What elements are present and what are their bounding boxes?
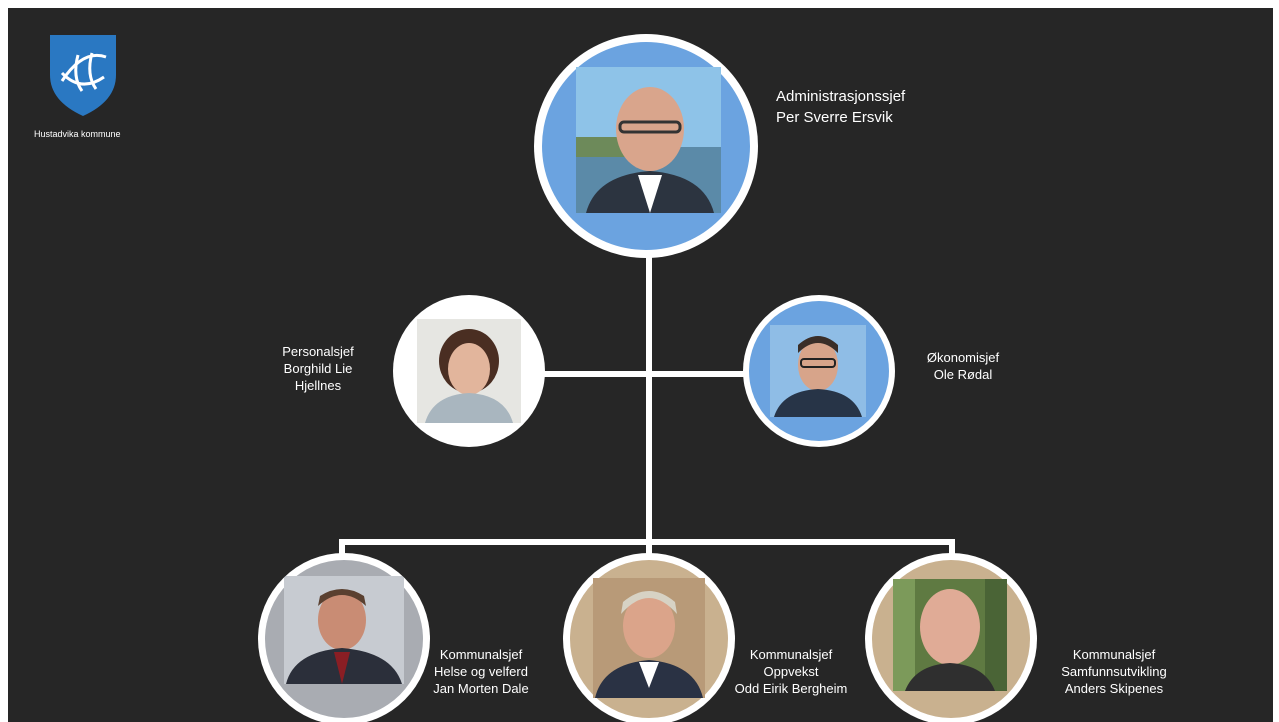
helse-line-3: Jan Morten Dale — [433, 681, 529, 696]
portrait-kommunalsjef-samfunn — [865, 553, 1037, 722]
municipality-name: Hustadvika kommune — [34, 129, 121, 139]
oppvekst-line-1: Kommunalsjef — [749, 647, 833, 662]
personalsjef-line-2: Borghild Lie — [283, 361, 353, 376]
label-kommunalsjef-helse: Kommunalsjef Helse og velferd Jan Morten… — [421, 646, 541, 697]
label-personalsjef: Personalsjef Borghild Lie Hjellnes — [263, 343, 373, 394]
coat-of-arms-icon — [50, 35, 116, 116]
photo-ole-rodal — [770, 325, 866, 417]
oppvekst-line-3: Odd Eirik Bergheim — [734, 681, 848, 696]
helse-line-1: Kommunalsjef — [439, 647, 523, 662]
connector-drop-left — [339, 539, 345, 561]
label-kommunalsjef-oppvekst: Kommunalsjef Oppvekst Odd Eirik Bergheim — [721, 646, 861, 697]
portrait-personalsjef — [393, 295, 545, 447]
connector-middle-horizontal — [538, 371, 748, 377]
connector-top-vertical — [646, 252, 652, 548]
portrait-kommunalsjef-helse — [258, 553, 430, 722]
label-okonomisjef: Økonomisjef Ole Rødal — [913, 349, 1013, 383]
portrait-okonomisjef — [743, 295, 895, 447]
photo-jan-morten-dale — [284, 576, 404, 684]
personalsjef-line-3: Hjellnes — [294, 378, 342, 393]
personalsjef-line-1: Personalsjef — [282, 344, 354, 359]
okonomisjef-line-2: Ole Rødal — [933, 367, 993, 382]
okonomisjef-line-1: Økonomisjef — [926, 350, 1000, 365]
label-kommunalsjef-samfunn: Kommunalsjef Samfunnsutvikling Anders Sk… — [1044, 646, 1184, 697]
connector-drop-center — [646, 539, 652, 561]
top-name: Per Sverre Ersvik — [776, 109, 893, 126]
label-administrasjonssjef: Administrasjonssjef Per Sverre Ersvik — [776, 86, 905, 128]
municipality-logo — [48, 33, 118, 118]
portrait-administrasjonssjef — [534, 34, 758, 258]
org-chart-slide: Hustadvika kommune Administrasjonssjef P… — [8, 8, 1273, 722]
photo-odd-eirik-bergheim — [593, 578, 705, 698]
connector-drop-right — [949, 539, 955, 561]
samfunn-line-3: Anders Skipenes — [1064, 681, 1164, 696]
oppvekst-line-2: Oppvekst — [763, 664, 819, 679]
photo-borghild-lie-hjellnes — [417, 319, 521, 423]
samfunn-line-2: Samfunnsutvikling — [1061, 664, 1167, 679]
photo-per-sverre-ersvik — [576, 67, 721, 213]
samfunn-line-1: Kommunalsjef — [1072, 647, 1156, 662]
top-title: Administrasjonssjef — [776, 88, 906, 105]
helse-line-2: Helse og velferd — [434, 664, 528, 679]
photo-anders-skipenes — [893, 579, 1007, 691]
portrait-kommunalsjef-oppvekst — [563, 553, 735, 722]
